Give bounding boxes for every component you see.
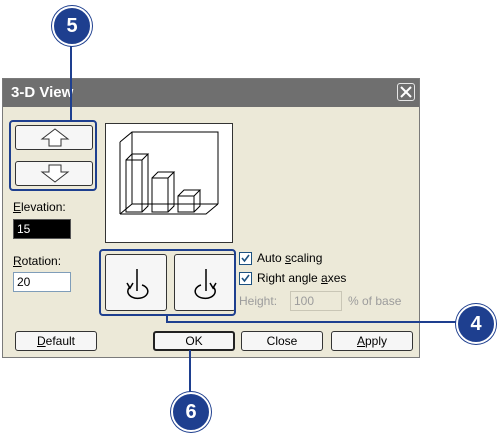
- close-button[interactable]: Close: [241, 331, 323, 351]
- arrow-down-icon: [40, 164, 70, 183]
- callout-5-line: [70, 42, 72, 120]
- default-button[interactable]: Default: [15, 331, 97, 351]
- rotation-buttons-callout-box: [99, 249, 236, 316]
- elevation-down-button[interactable]: [15, 161, 93, 186]
- rotate-right-icon: [194, 269, 217, 300]
- close-window-button[interactable]: [397, 83, 415, 101]
- auto-scaling-label: Auto scaling: [257, 251, 323, 265]
- rotation-input[interactable]: 20: [13, 272, 71, 292]
- title-bar: 3-D View: [3, 79, 419, 107]
- elevation-arrows-callout-box: [9, 120, 97, 191]
- check-icon: [241, 254, 250, 263]
- right-angle-axes-checkbox[interactable]: [239, 272, 252, 285]
- elevation-label: Elevation:: [13, 200, 66, 214]
- callout-6-line: [189, 350, 191, 392]
- close-x-icon: [400, 86, 412, 98]
- callout-badge-6: 6: [171, 392, 211, 432]
- height-input[interactable]: 100: [290, 291, 342, 311]
- ok-button[interactable]: OK: [153, 331, 235, 351]
- callout-4-line-stub: [166, 316, 168, 322]
- elevation-up-button[interactable]: [15, 125, 93, 150]
- elevation-input[interactable]: 15: [13, 219, 71, 239]
- auto-scaling-checkbox[interactable]: [239, 252, 252, 265]
- callout-badge-5: 5: [52, 6, 92, 46]
- 3d-bar-chart-preview: [119, 131, 219, 215]
- check-icon: [241, 274, 250, 283]
- 3d-view-dialog: 3-D View Elevation: 15 Rotation: 20: [2, 78, 420, 358]
- right-angle-axes-label: Right angle axes: [257, 271, 347, 285]
- callout-badge-4: 4: [456, 304, 496, 344]
- rotate-right-button[interactable]: [174, 254, 236, 311]
- rotation-label: Rotation:: [13, 254, 62, 268]
- height-label: Height:: [239, 294, 278, 308]
- rotate-left-icon: [126, 269, 149, 300]
- height-suffix: % of base: [348, 294, 402, 308]
- apply-button[interactable]: Apply: [331, 331, 413, 351]
- callout-4-line: [166, 321, 458, 323]
- rotate-left-button[interactable]: [105, 254, 167, 311]
- dialog-title: 3-D View: [11, 84, 74, 101]
- chart-preview: [105, 123, 233, 243]
- arrow-up-icon: [40, 128, 70, 147]
